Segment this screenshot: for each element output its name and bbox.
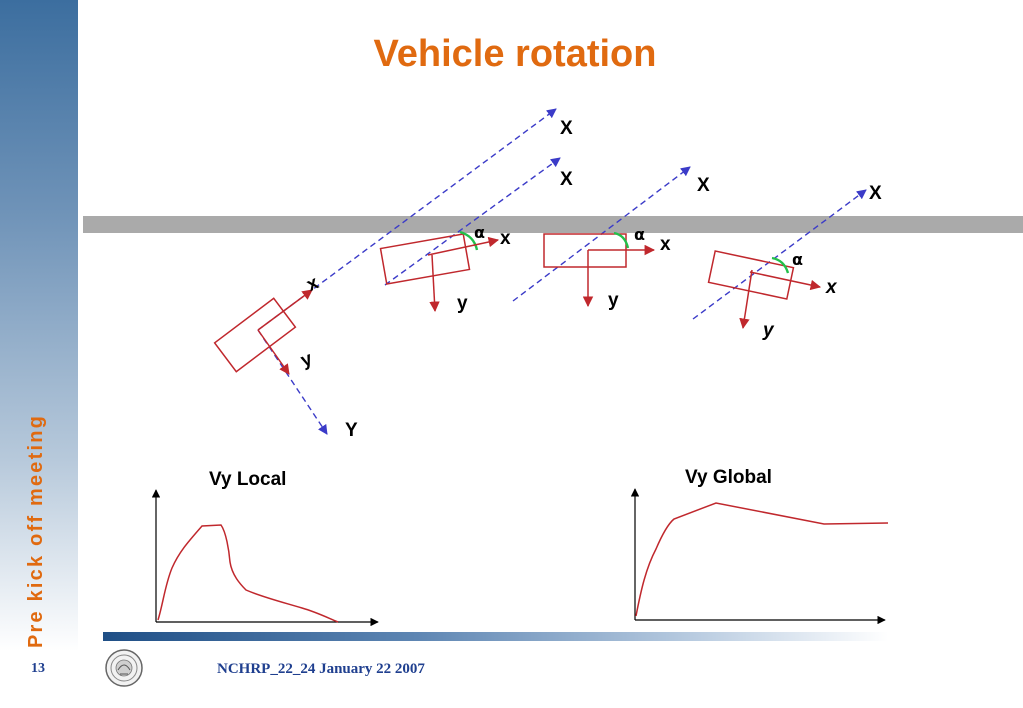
chart-2-title: Vy Global xyxy=(685,467,772,488)
vehicle-1-y-label: y xyxy=(298,348,316,371)
global-x-label-1: X xyxy=(560,118,573,139)
vehicle-2-local-y xyxy=(429,254,440,313)
vehicle-4-body xyxy=(707,250,795,300)
global-x-axis-4 xyxy=(692,189,867,320)
vehicle-4-alpha-label: α xyxy=(792,250,803,269)
global-x-label-3: X xyxy=(697,175,710,196)
vehicle-4-y-label: y xyxy=(762,320,775,341)
sidebar-gradient xyxy=(0,0,78,708)
vehicle-2-alpha-arc xyxy=(459,230,479,251)
road-strip xyxy=(83,216,1023,233)
vehicle-1-x-label: x xyxy=(303,272,322,296)
global-x-label-2: X xyxy=(560,169,573,190)
slide-title: Vehicle rotation xyxy=(373,33,657,75)
vehicle-2-local-x xyxy=(427,236,500,256)
chart-1-title: Vy Local xyxy=(209,469,286,490)
university-seal-icon xyxy=(105,649,143,687)
vehicle-4-alpha-arc xyxy=(771,256,790,274)
page-number: 13 xyxy=(31,661,45,676)
vehicle-1-local-x xyxy=(257,289,313,331)
vehicle-2-alpha-label: α xyxy=(474,223,485,242)
vehicle-3-x-label: x xyxy=(660,234,671,255)
chart-2-series-line xyxy=(635,502,889,617)
bottom-gradient-bar xyxy=(103,632,888,641)
vehicle-3-y-label: y xyxy=(608,290,619,311)
chart-1-series-line xyxy=(157,524,339,623)
vehicle-1-local-y xyxy=(257,329,290,375)
vehicle-1-body xyxy=(213,297,297,373)
vehicle-4-local-x xyxy=(749,271,822,291)
vehicle-2-x-label: x xyxy=(500,228,511,249)
vehicle-2-body xyxy=(379,233,471,285)
global-x-label-4: X xyxy=(869,183,882,204)
vehicle-4-x-label: x xyxy=(825,277,838,298)
vehicle-2-y-label: y xyxy=(457,293,468,314)
vehicle-4-local-y xyxy=(739,269,753,330)
vehicle-3-alpha-label: α xyxy=(634,225,645,244)
vehicle-3-alpha-arc xyxy=(613,231,630,249)
global-y-label: Y xyxy=(345,420,358,441)
global-x-axis-2 xyxy=(384,157,561,286)
footer-text: NCHRP_22_24 January 22 2007 xyxy=(217,661,425,677)
